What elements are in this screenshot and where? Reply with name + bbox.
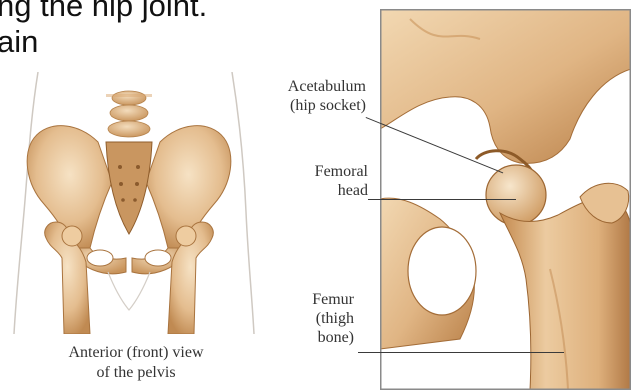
right-obturator xyxy=(145,250,171,266)
femoral-head-label-line-2: head xyxy=(266,181,368,200)
caption-line-1: Anterior (front) view xyxy=(20,343,252,363)
femur-label: Femur (thigh bone) xyxy=(266,290,354,347)
acetabulum-label-line-1: Acetabulum xyxy=(244,77,366,96)
right-femoral-head xyxy=(176,226,196,246)
femur-leader-line xyxy=(358,352,564,353)
femoral-head-leader-line xyxy=(368,199,516,200)
left-femoral-head xyxy=(62,226,82,246)
caption-line-2: of the pelvis xyxy=(20,363,252,383)
femur-label-line-3: bone) xyxy=(266,328,354,347)
femur-label-line-2: (thigh xyxy=(266,309,354,328)
groin-outline xyxy=(108,272,150,310)
obturator-foramen xyxy=(408,227,476,315)
femur-label-line-1: Femur xyxy=(266,290,354,309)
acetabulum-label: Acetabulum (hip socket) xyxy=(244,77,366,115)
heading-line-1: ng the hip joint. xyxy=(0,0,207,24)
left-obturator xyxy=(87,250,113,266)
pelvis-caption: Anterior (front) view of the pelvis xyxy=(20,343,252,383)
sacrum xyxy=(106,142,152,234)
pelvis-anterior-illustration xyxy=(8,72,260,334)
body-outline-left xyxy=(14,72,38,334)
femoral-head xyxy=(486,165,546,225)
lumbar-spine xyxy=(106,91,152,137)
heading-line-2: ain xyxy=(0,24,38,60)
femoral-head-label-line-1: Femoral xyxy=(266,162,368,181)
femoral-head-label: Femoral head xyxy=(266,162,368,200)
acetabulum-label-line-2: (hip socket) xyxy=(244,96,366,115)
